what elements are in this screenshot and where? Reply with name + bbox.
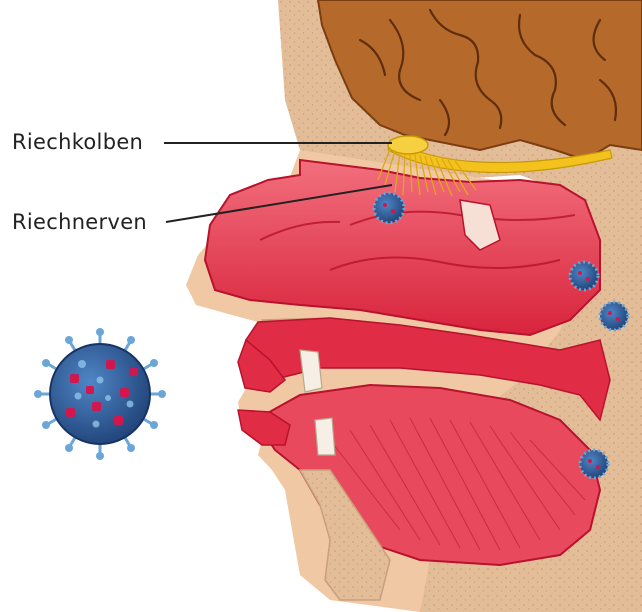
virus-icon [34, 328, 166, 460]
label-olfactory-nerves: Riechnerven [12, 210, 147, 234]
label-olfactory-bulb: Riechkolben [12, 130, 143, 154]
virus-particle-icon [570, 262, 598, 290]
virus-particle-icon [580, 450, 608, 478]
virus-particle-icon [374, 193, 404, 223]
lower-tooth [315, 418, 335, 455]
virus-particle-icon [600, 302, 628, 330]
